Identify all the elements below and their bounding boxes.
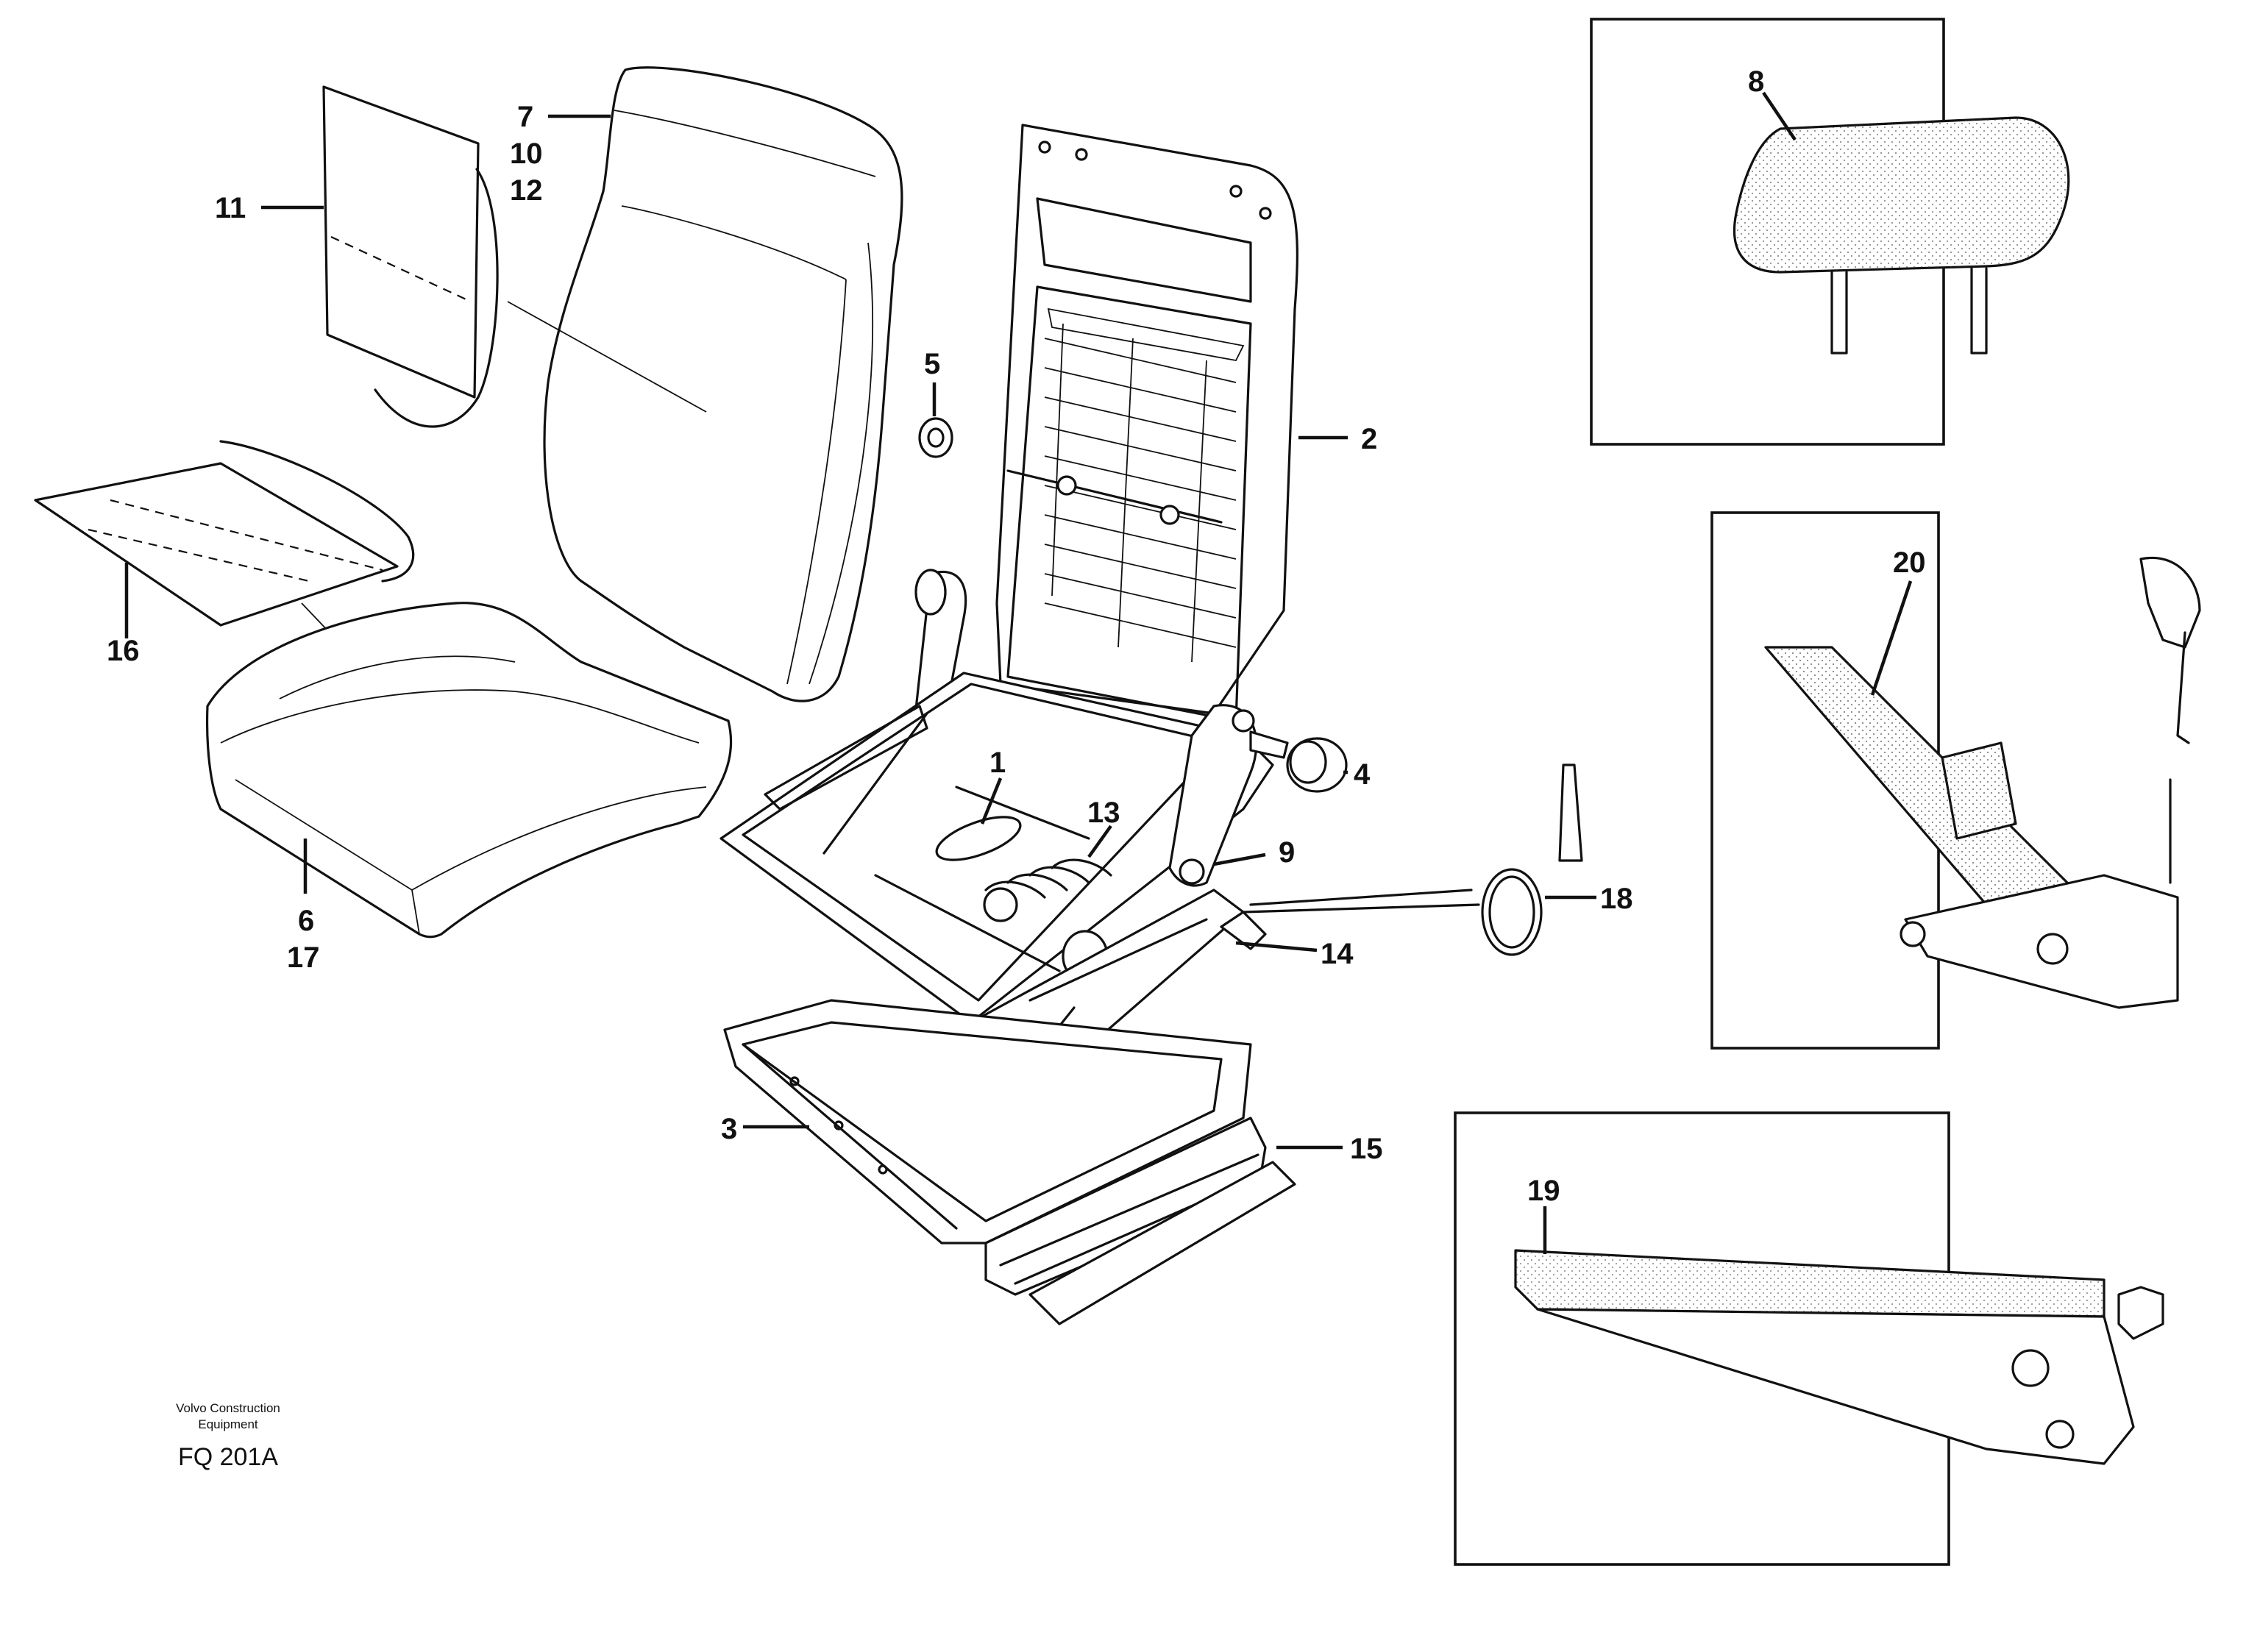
callout-9: 9 [1279,836,1295,869]
callout-3: 3 [721,1113,737,1145]
seat-base [723,999,1296,1325]
callout-12: 12 [510,174,543,207]
callout-16: 16 [107,635,140,667]
callout-5: 5 [924,348,940,380]
callout-20: 20 [1893,546,1926,579]
seat-frame [719,569,1348,1024]
callout-6: 6 [298,905,314,937]
backrest-frame [995,124,1298,722]
headrest-panel [1590,18,2070,446]
callout-19: 19 [1527,1175,1560,1207]
backrest-heater-pad [322,85,707,428]
callout-17: 17 [287,941,320,974]
backrest-slats [1044,338,1237,648]
callout-13: 13 [1087,797,1120,829]
callout-15: 15 [1350,1133,1383,1165]
callout-7: 7 [517,101,533,133]
cable-tie [1242,763,1583,956]
callout-8: 8 [1748,65,1764,98]
seatbelt-panel [1710,511,2201,1050]
seat-cushion [205,602,733,939]
armrest-panel [1454,1111,2164,1566]
callout-18: 18 [1600,883,1633,915]
callout-2: 2 [1361,423,1377,455]
leader-lines [124,91,1913,1254]
lumbar-knob [918,417,953,458]
brand-line-1: Volvo Construction [176,1401,280,1415]
callout-14: 14 [1321,938,1354,970]
brand-line-2: Equipment [198,1417,258,1431]
callout-4: 4 [1354,758,1371,791]
figure-footer: Volvo Construction Equipment FQ 201A [176,1401,280,1471]
backrest-cushion [543,66,903,702]
callout-labels: 1 2 3 4 5 6 7 8 9 10 11 12 13 14 15 16 1… [107,65,1926,1207]
callout-11: 11 [215,192,246,224]
callout-10: 10 [510,138,543,170]
damper-spring [983,858,1112,922]
callout-1: 1 [989,747,1006,779]
figure-code: FQ 201A [178,1443,278,1471]
